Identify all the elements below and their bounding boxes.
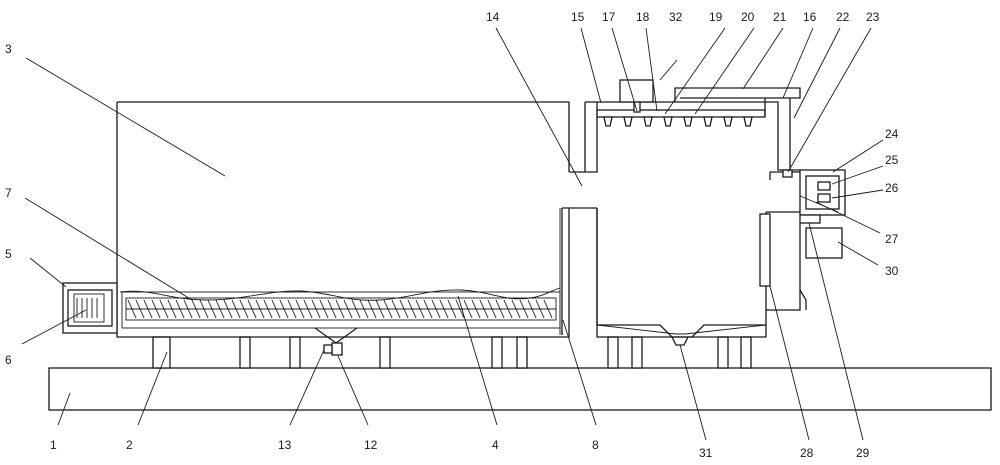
label-27: 27 xyxy=(885,232,899,246)
label-25: 25 xyxy=(885,153,899,167)
label-19: 19 xyxy=(709,10,723,24)
outlet-funnel xyxy=(671,336,689,346)
label-14: 14 xyxy=(486,10,500,24)
label-31: 31 xyxy=(699,446,713,460)
label-4: 4 xyxy=(492,438,499,452)
spray-nozzle xyxy=(683,116,693,127)
label-17: 17 xyxy=(602,10,616,24)
reference-labels: 1 2 3 4 5 6 7 8 12 13 14 15 17 18 32 19 … xyxy=(5,10,899,460)
label-16: 16 xyxy=(803,10,817,24)
chamber-supports xyxy=(607,336,752,369)
spray-plate xyxy=(596,109,766,127)
label-23: 23 xyxy=(866,10,880,24)
label-26: 26 xyxy=(885,181,899,195)
label-8: 8 xyxy=(592,438,599,452)
label-24: 24 xyxy=(885,127,899,141)
top-duct xyxy=(674,87,801,170)
label-22: 22 xyxy=(836,10,850,24)
side-outlet xyxy=(799,214,843,310)
spray-nozzle xyxy=(603,116,613,127)
label-30: 30 xyxy=(885,264,899,278)
partition-wall xyxy=(561,207,570,335)
label-3: 3 xyxy=(5,42,12,56)
label-18: 18 xyxy=(636,10,650,24)
label-20: 20 xyxy=(741,10,755,24)
top-pump xyxy=(619,79,654,113)
label-2: 2 xyxy=(126,438,133,452)
screw-conveyor xyxy=(121,291,561,329)
tank-supports xyxy=(152,336,528,369)
spray-nozzle xyxy=(703,116,713,127)
label-21: 21 xyxy=(773,10,787,24)
spray-nozzle xyxy=(623,116,633,127)
label-15: 15 xyxy=(571,10,585,24)
drive-motor xyxy=(62,282,118,334)
spray-nozzle xyxy=(663,116,673,127)
side-box xyxy=(799,169,846,216)
label-28: 28 xyxy=(800,446,814,460)
leader-lines xyxy=(21,27,884,441)
label-13: 13 xyxy=(278,438,292,452)
sensor xyxy=(782,169,793,178)
drain-valve xyxy=(314,327,358,356)
base-plate xyxy=(48,367,992,411)
label-29: 29 xyxy=(856,446,870,460)
label-12: 12 xyxy=(364,438,378,452)
spray-nozzle xyxy=(643,116,653,127)
label-32: 32 xyxy=(669,10,683,24)
label-1: 1 xyxy=(50,438,57,452)
label-6: 6 xyxy=(5,353,12,367)
spray-nozzle xyxy=(743,116,753,127)
label-7: 7 xyxy=(5,186,12,200)
label-5: 5 xyxy=(5,247,12,261)
spray-nozzle xyxy=(723,116,733,127)
vertical-plate xyxy=(759,213,771,287)
